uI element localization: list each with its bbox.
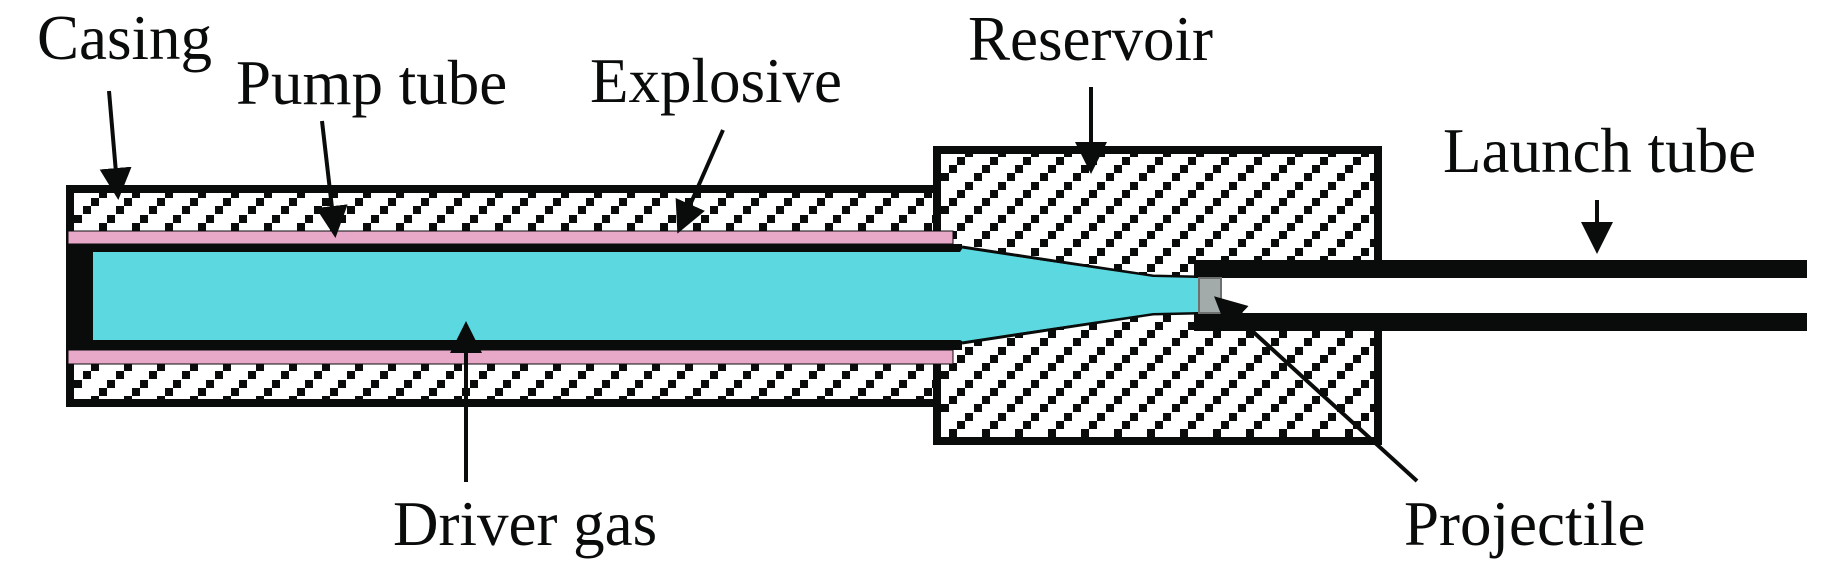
label-casing: Casing <box>37 3 212 73</box>
pump-tube <box>66 244 962 350</box>
pump-tube-arrow <box>315 120 348 238</box>
driver-gas-cone-fill <box>960 249 1198 341</box>
launch-tube <box>1194 260 1807 331</box>
explosive-bottom-band <box>67 349 954 365</box>
explosive-top-band <box>67 230 954 245</box>
label-pump-tube: Pump tube <box>236 48 507 118</box>
launch-tube-bottom-wall <box>1194 313 1807 331</box>
cone-wall-bottom <box>961 311 1199 345</box>
driver-gas <box>93 252 962 340</box>
label-driver-gas: Driver gas <box>393 489 657 559</box>
label-launch-tube: Launch tube <box>1443 116 1756 186</box>
leader-arrows <box>99 87 1613 483</box>
projectile-arrow <box>1214 296 1419 483</box>
pump-tube-top-wall <box>66 244 962 252</box>
launch-tube-top-wall <box>1194 260 1807 278</box>
casing-arrow <box>99 90 132 200</box>
label-projectile: Projectile <box>1404 489 1645 559</box>
launch-tube-bore <box>1222 278 1807 313</box>
label-reservoir: Reservoir <box>968 4 1213 74</box>
cone-wall-top <box>961 245 1199 279</box>
pump-tube-bottom-wall <box>66 340 962 350</box>
casing <box>66 185 941 407</box>
explosive-arrow <box>675 129 725 234</box>
projectile <box>1198 277 1222 314</box>
label-explosive: Explosive <box>590 46 842 116</box>
pump-tube-end-cap <box>66 244 93 350</box>
